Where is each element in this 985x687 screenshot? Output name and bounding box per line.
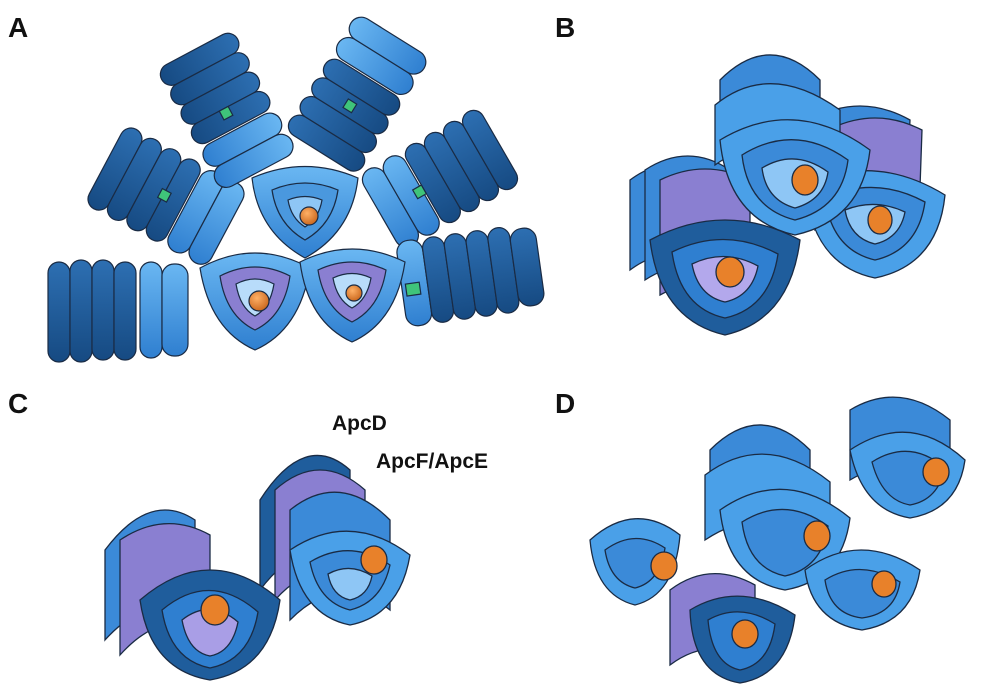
- panel-b-figure: [600, 30, 960, 340]
- panel-d-figure: [580, 390, 980, 685]
- d-cylinder-top-right: [850, 397, 965, 518]
- d-cylinder-bottom: [670, 574, 795, 683]
- panel-label-d: D: [555, 390, 575, 418]
- core-bottom-left: [200, 253, 310, 350]
- panel-d-four-cylinders: [580, 390, 980, 685]
- panel-b-core: [600, 30, 960, 340]
- core-bottom-right: [300, 249, 405, 342]
- b-cylinder-front: [650, 220, 800, 335]
- core-top: [252, 167, 358, 259]
- d-cylinder-right: [805, 550, 920, 630]
- panel-c-two-cylinders: [100, 430, 460, 680]
- panel-label-c: C: [8, 390, 28, 418]
- rod-left-bottom: [48, 260, 188, 362]
- panel-a-phycobilisome: [0, 0, 560, 370]
- d-cylinder-left: [590, 519, 680, 605]
- c-cylinder-front: [105, 510, 280, 680]
- panel-c-figure: [100, 430, 460, 680]
- panel-a-figure: [0, 0, 560, 370]
- c-cylinder-back: [260, 455, 410, 625]
